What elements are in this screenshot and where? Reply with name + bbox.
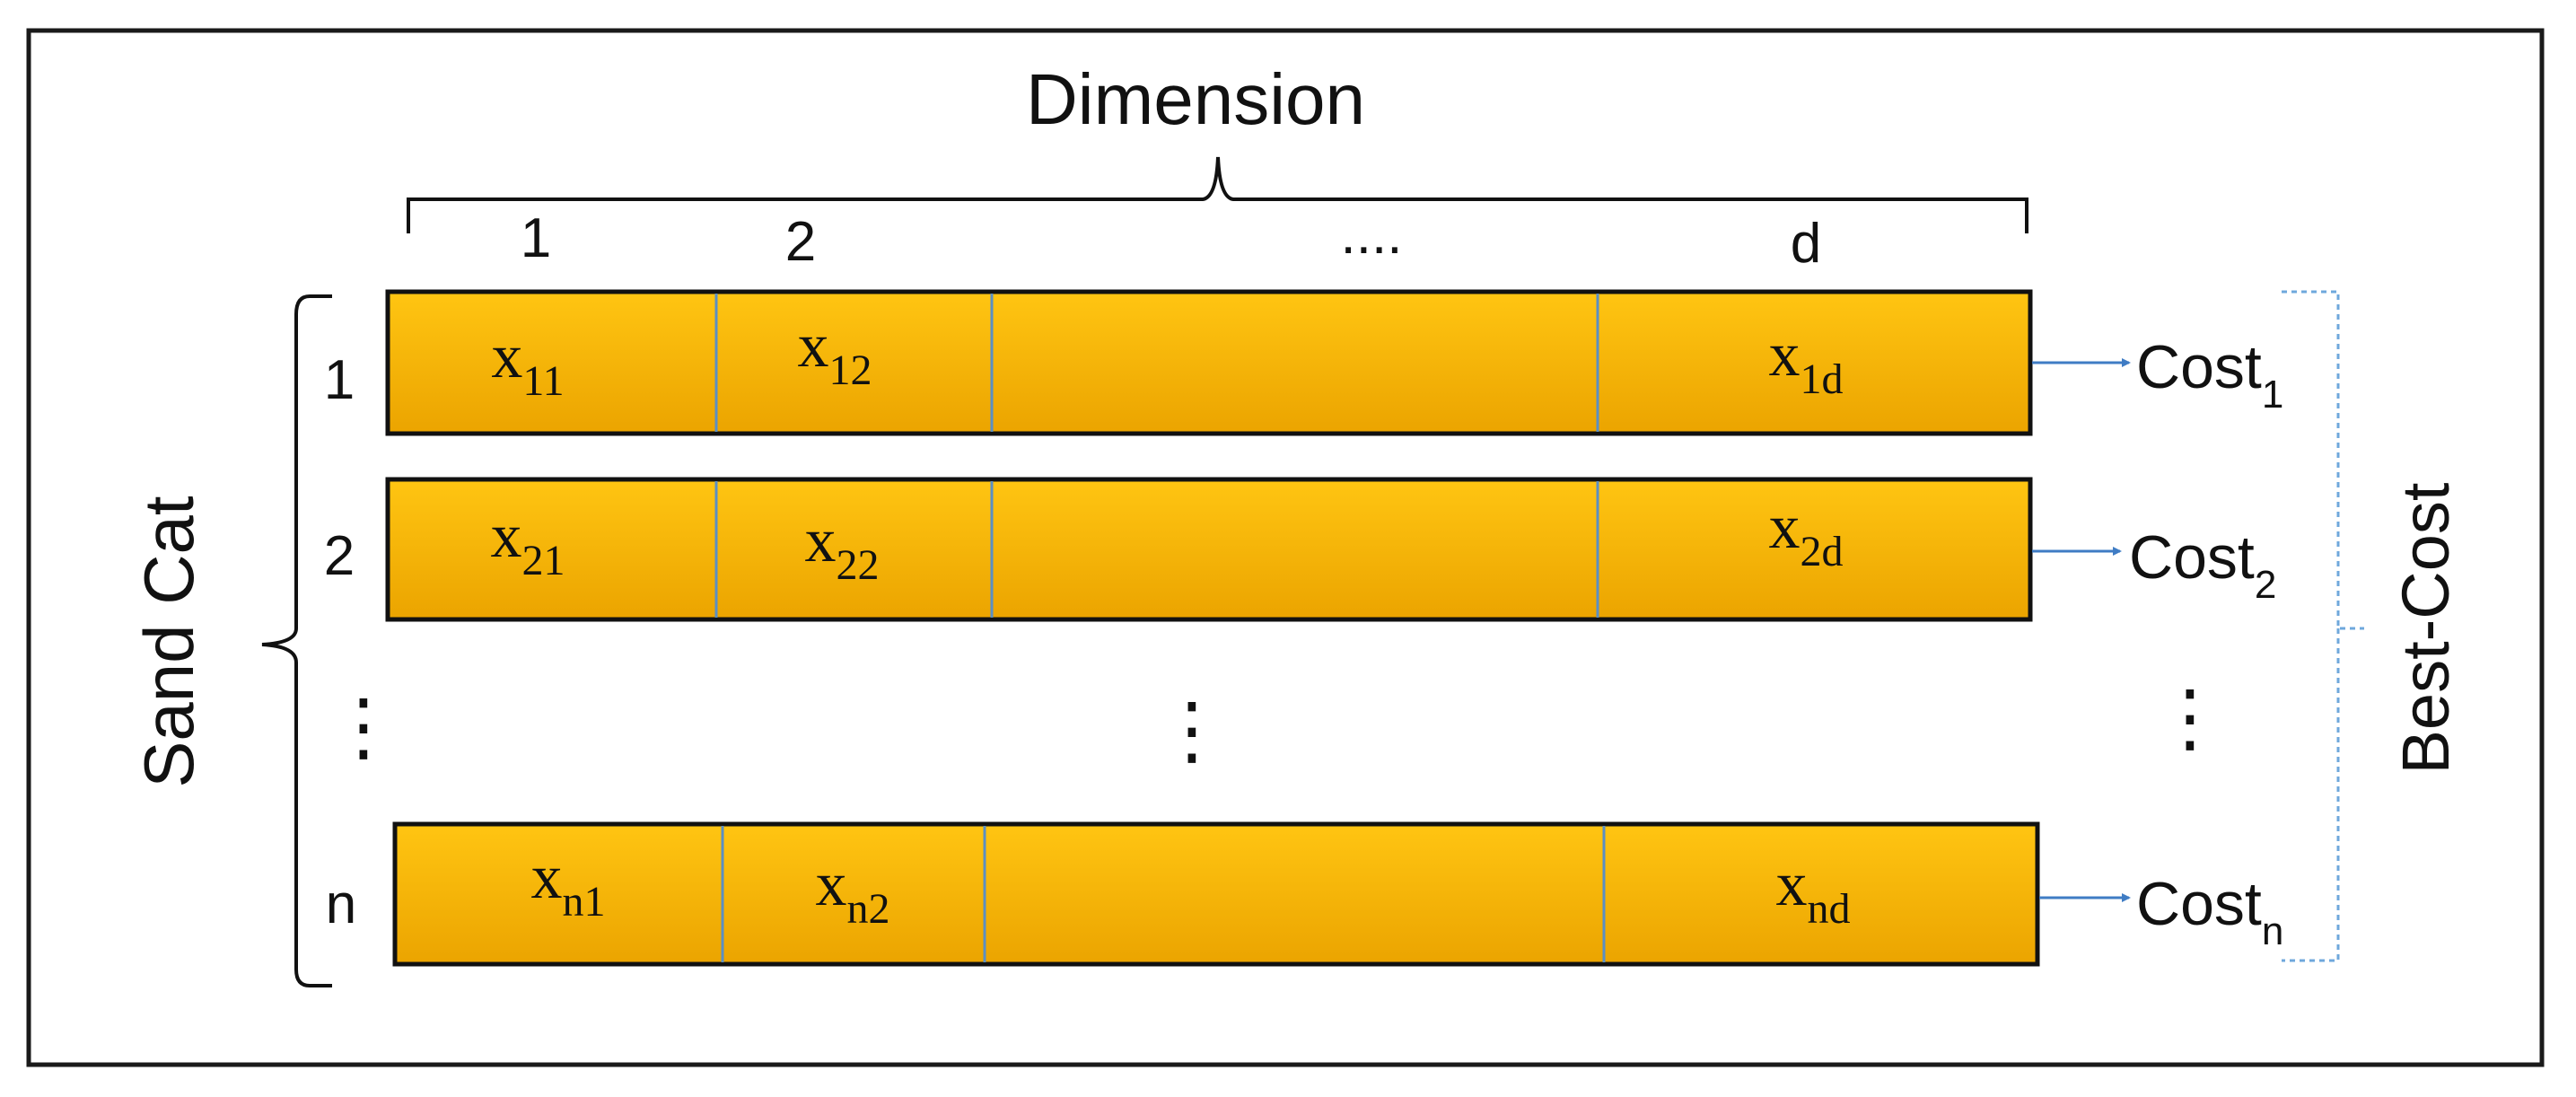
dimension-title: Dimension xyxy=(1026,59,1365,139)
row-label-1: 1 xyxy=(324,349,355,411)
sand-cat-brace xyxy=(261,294,332,987)
dimension-brace xyxy=(407,156,2028,233)
row-2-bar xyxy=(385,477,2033,622)
cell-xn1: xn1 xyxy=(531,843,606,926)
cost-2: Cost2 xyxy=(2129,523,2276,607)
sand-cat-label: Sand Cat xyxy=(129,496,208,788)
cell-x21: x21 xyxy=(491,502,565,584)
cell-x11: x11 xyxy=(491,322,564,405)
cost-1: Cost1 xyxy=(2136,333,2283,417)
row-n-bar xyxy=(392,821,2040,967)
column-label-1: 1 xyxy=(521,207,551,269)
row-1: 1 x11 x12 x1d Cost1 xyxy=(324,289,2283,436)
row-label-vdots: ⋮ xyxy=(326,684,401,768)
cell-x1d: x1d xyxy=(1769,320,1844,403)
cell-x22: x22 xyxy=(805,506,880,589)
cost-n: Costn xyxy=(2136,870,2283,953)
cell-x12: x12 xyxy=(798,312,872,394)
cell-xn2: xn2 xyxy=(816,850,890,933)
best-cost-bracket xyxy=(2282,290,2364,962)
column-label-dots: .... xyxy=(1341,204,1403,266)
outer-frame xyxy=(26,28,2545,1067)
row-n: n xn1 xn2 xnd Costn xyxy=(326,821,2283,967)
row-1-bar xyxy=(385,289,2033,436)
row-label-n: n xyxy=(326,873,356,935)
column-label-2: 2 xyxy=(785,211,816,273)
matrix-vdots: ⋮ xyxy=(1154,688,1230,772)
row-label-2: 2 xyxy=(324,525,355,587)
row-2: 2 x21 x22 x2d Cost2 xyxy=(324,477,2276,622)
cost-vdots: ⋮ xyxy=(2152,675,2228,759)
best-cost-label: Best-Cost xyxy=(2388,482,2463,774)
cell-x2d: x2d xyxy=(1769,493,1844,575)
column-label-d: d xyxy=(1791,213,1821,275)
cell-xnd: xnd xyxy=(1776,850,1851,933)
